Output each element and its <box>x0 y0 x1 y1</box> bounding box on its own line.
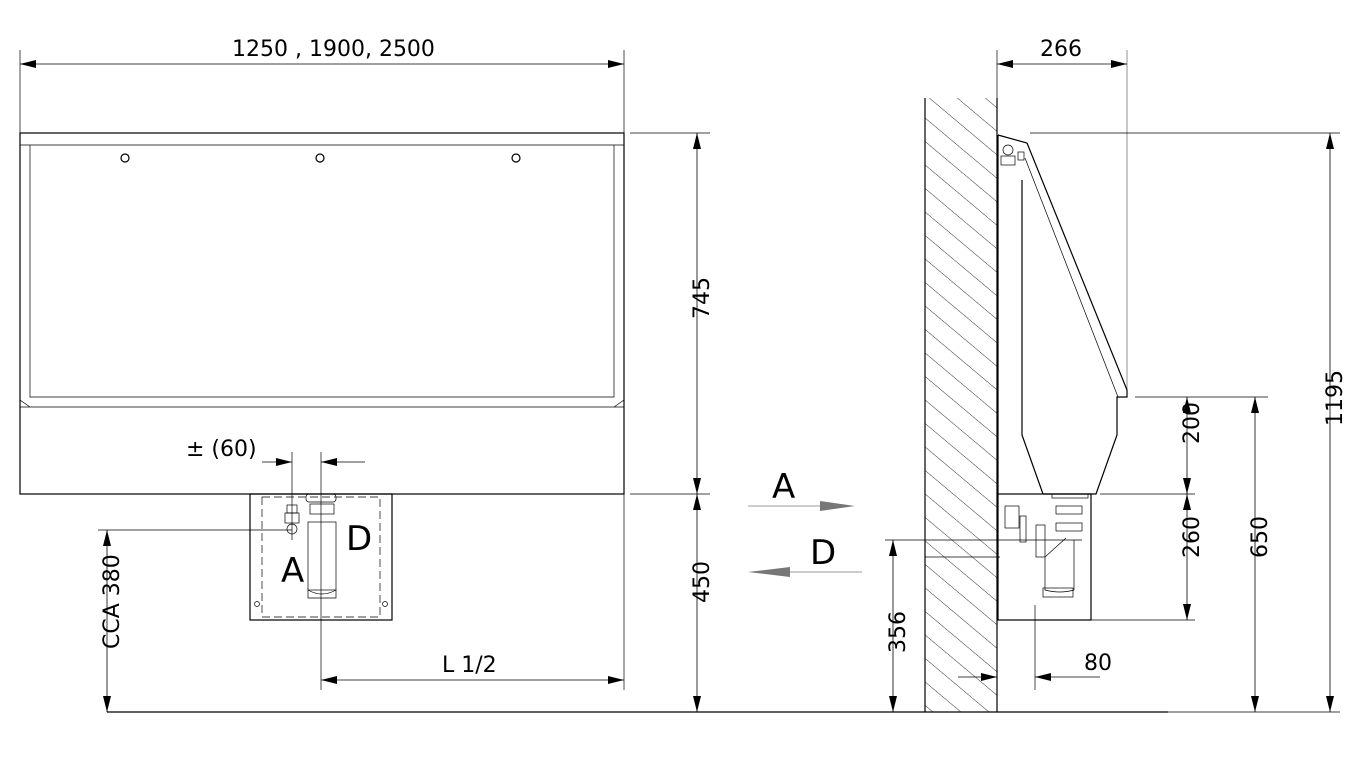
mounting-hole <box>315 153 325 163</box>
dimension-650: 650 <box>1248 516 1273 558</box>
label-d-front: D <box>346 519 372 559</box>
dimension-450: 450 <box>690 561 715 603</box>
dimension-200: 200 <box>1180 402 1205 444</box>
half-length-text: L 1/2 <box>442 653 497 678</box>
width-dimension-text: 1250 , 1900, 2500 <box>232 37 435 62</box>
front-view: 1250 , 1900, 2500 745 450 A D ± (60 <box>19 37 715 713</box>
arrow-a-label: A <box>772 467 795 507</box>
dimension-1195: 1195 <box>1323 370 1348 426</box>
cca-380-text: CCA 380 <box>100 554 125 649</box>
urinal-side-profile <box>997 134 1128 495</box>
mounting-hole <box>120 153 130 163</box>
dimension-260: 260 <box>1180 516 1205 558</box>
label-a-front: A <box>281 551 304 591</box>
offset-dimension-text: ± (60) <box>186 437 257 462</box>
dimension-356: 356 <box>886 611 911 653</box>
mounting-hole <box>511 153 521 163</box>
urinal-trough-front <box>19 132 625 495</box>
direction-arrows: A D <box>748 467 862 577</box>
dimension-80: 80 <box>1084 651 1112 676</box>
dimension-745: 745 <box>690 277 715 319</box>
side-view: 266 356 80 200 <box>885 37 1348 712</box>
wall-section <box>925 98 997 712</box>
arrow-d-label: D <box>810 533 836 573</box>
dimension-266: 266 <box>1040 37 1082 62</box>
